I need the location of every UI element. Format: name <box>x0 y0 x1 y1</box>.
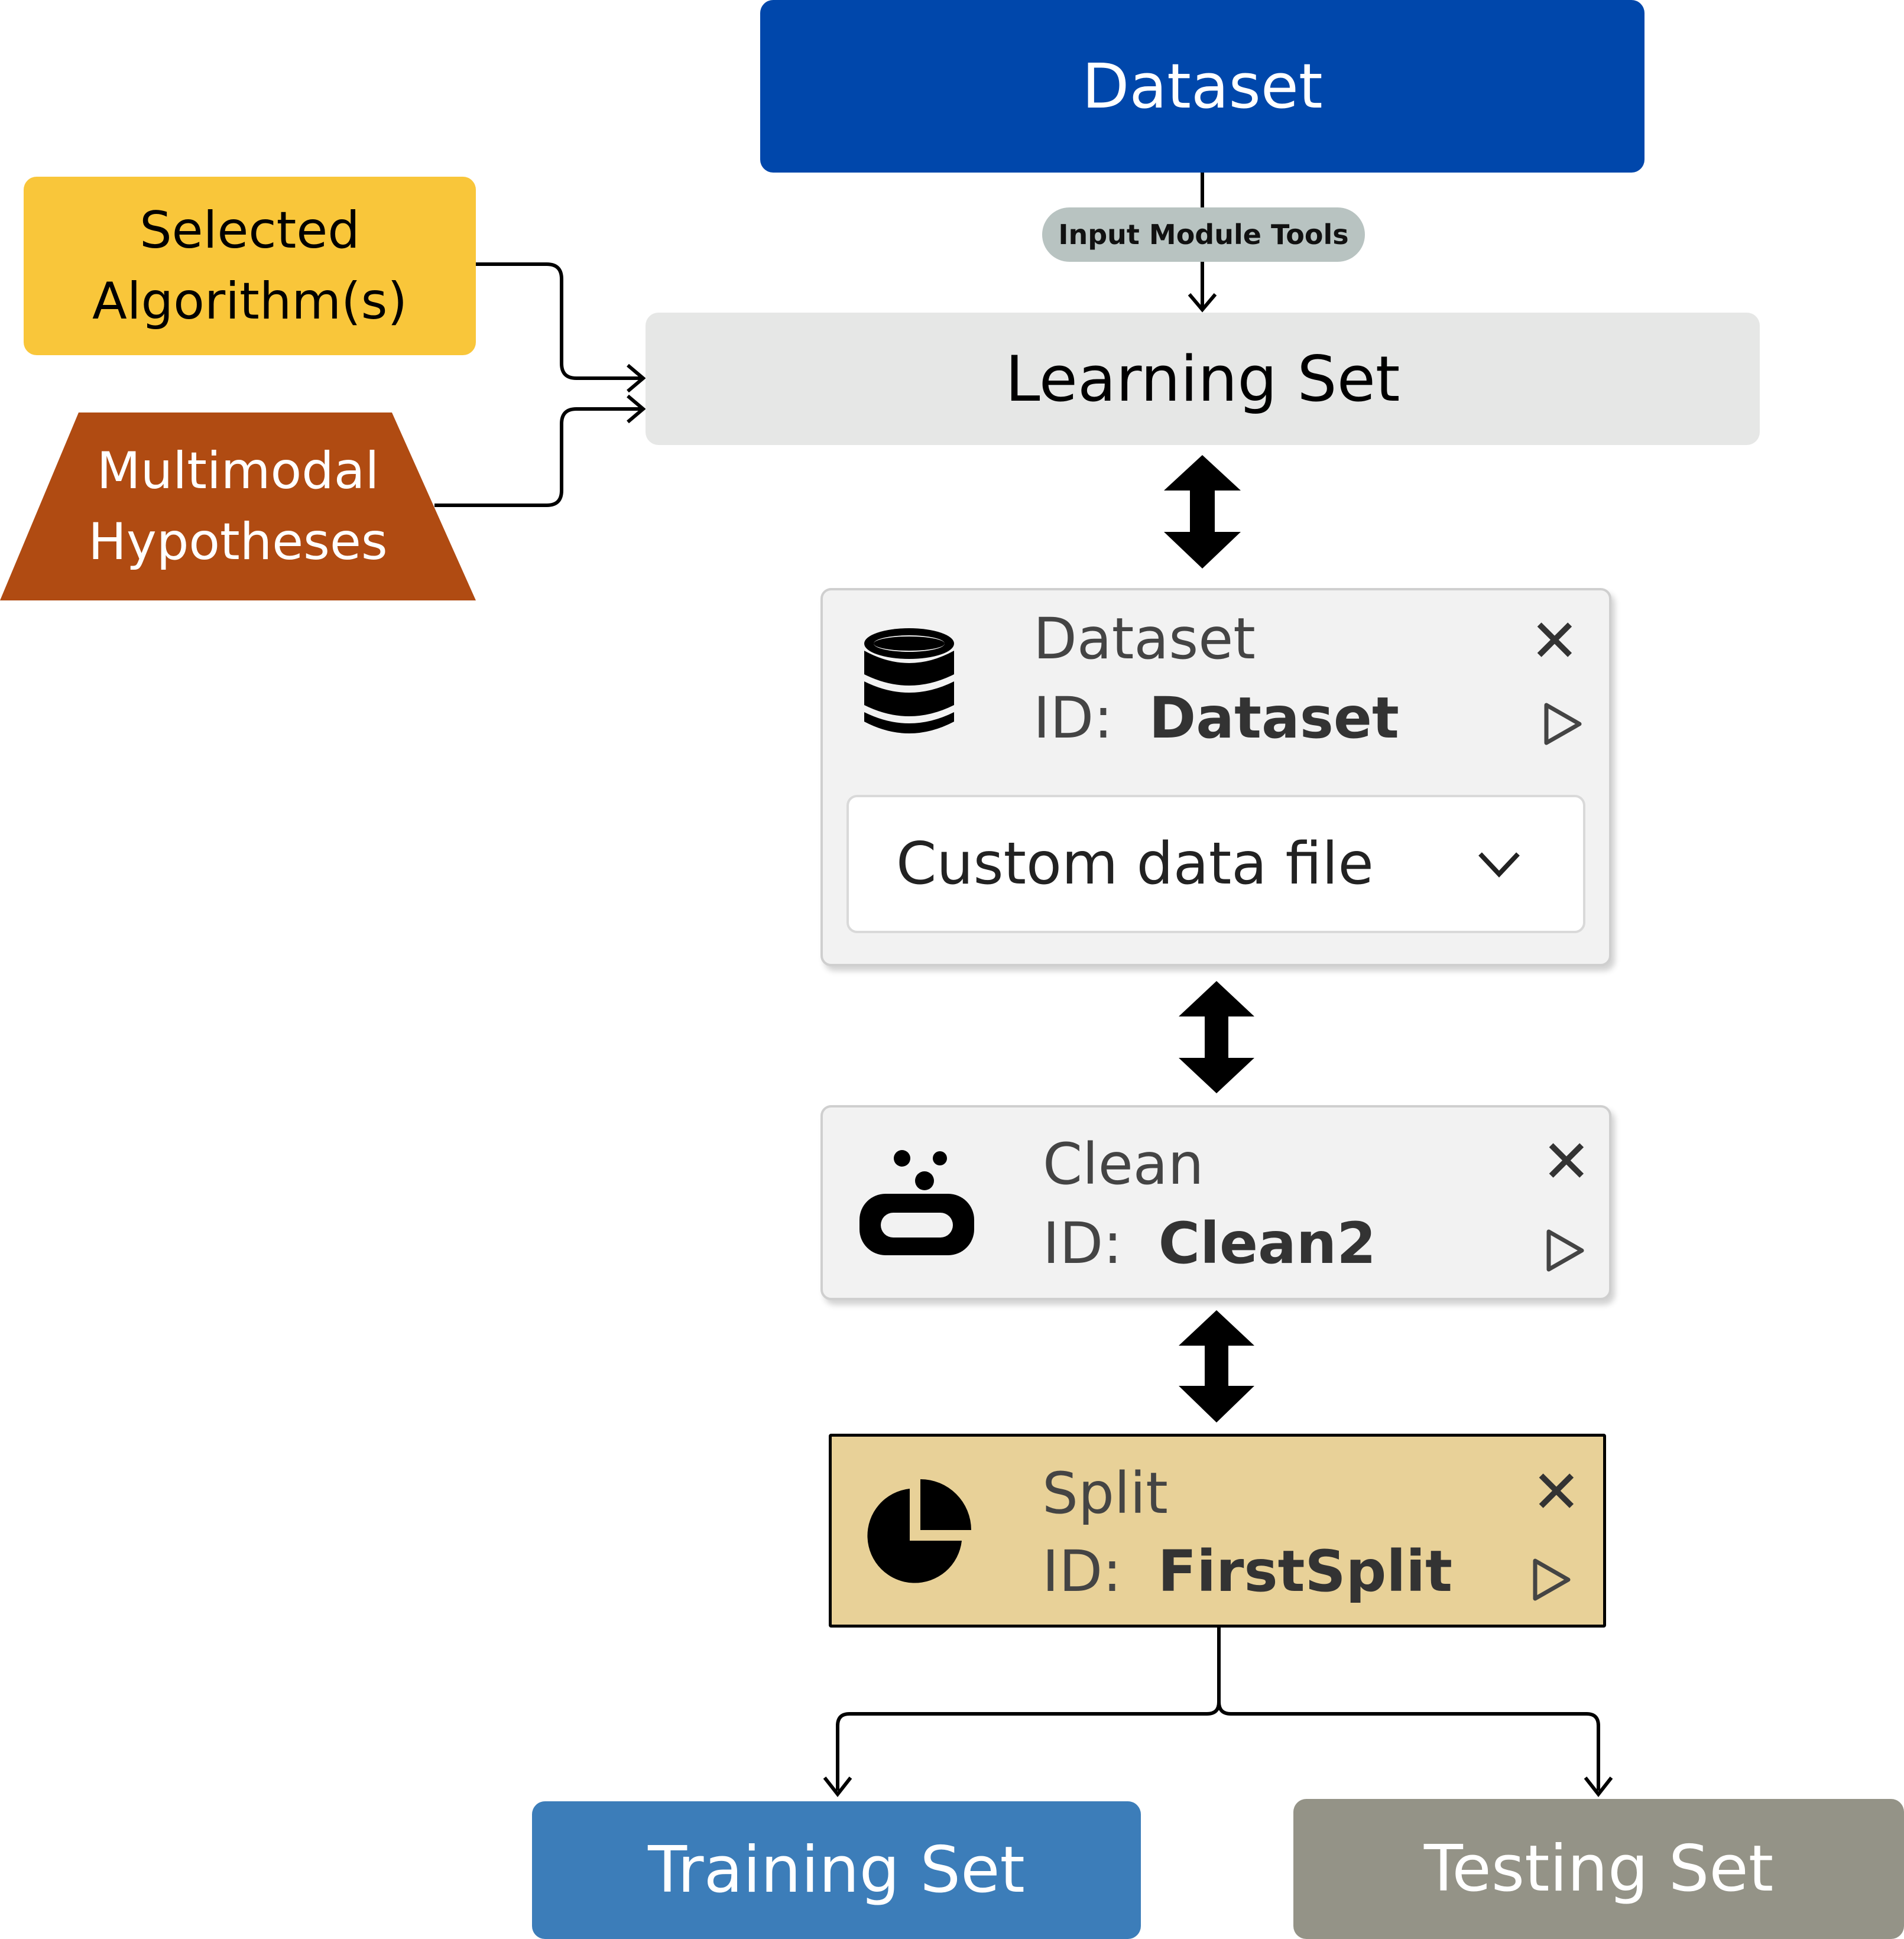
soap-icon <box>859 1150 974 1255</box>
testing-set-label: Testing Set <box>1423 1832 1774 1906</box>
clean-card-id-label: ID: <box>1043 1210 1159 1277</box>
training-set-label: Training Set <box>648 1833 1025 1907</box>
run-icon[interactable] <box>1543 701 1584 746</box>
run-icon[interactable] <box>1532 1557 1573 1602</box>
input-module-tools-label: Input Module Tools <box>1042 207 1365 262</box>
dataset-card-id: ID: Dataset <box>1033 685 1399 751</box>
split-branches <box>823 1628 1613 1797</box>
multimodal-hypotheses-node: Multimodal Hypotheses <box>0 413 476 600</box>
dataset-card-id-value: Dataset <box>1149 685 1399 751</box>
multimodal-shape <box>0 413 476 600</box>
split-card-type: Split <box>1042 1460 1168 1526</box>
learning-set-node: Learning Set <box>646 313 1760 445</box>
dataset-card-id-label: ID: <box>1033 685 1149 751</box>
double-arrow-3 <box>1179 1310 1254 1422</box>
split-card-id-value: FirstSplit <box>1157 1538 1453 1605</box>
training-set-node: Training Set <box>532 1801 1141 1939</box>
selected-algorithms-node: Selected Algorithm(s) <box>24 177 476 355</box>
dataset-card[interactable]: Dataset ID: Dataset ✕ Custom data file <box>820 588 1611 966</box>
learning-set-label: Learning Set <box>1005 342 1400 415</box>
database-icon <box>864 628 954 733</box>
clean-card-id-value: Clean2 <box>1158 1210 1376 1277</box>
chevron-down-icon[interactable] <box>1475 848 1523 881</box>
double-arrow-1 <box>1164 455 1241 569</box>
testing-set-node: Testing Set <box>1293 1799 1904 1939</box>
selected-algorithms-line1: Selected <box>140 200 360 260</box>
run-icon[interactable] <box>1545 1228 1587 1273</box>
dataset-card-type: Dataset <box>1033 606 1256 672</box>
clean-card-type: Clean <box>1043 1131 1204 1197</box>
dataset-node: Dataset <box>760 0 1644 173</box>
close-icon[interactable]: ✕ <box>1532 1457 1581 1526</box>
arrow-multimodal-to-learning-set <box>434 394 646 507</box>
multimodal-line1: Multimodal <box>96 441 379 501</box>
dropdown-selected-value: Custom data file <box>896 830 1374 898</box>
dataset-node-label: Dataset <box>1082 50 1323 122</box>
split-card[interactable]: Split ID: FirstSplit ✕ <box>829 1434 1606 1628</box>
double-arrow-2 <box>1179 981 1254 1093</box>
split-card-id: ID: FirstSplit <box>1042 1538 1452 1605</box>
data-source-dropdown[interactable]: Custom data file <box>846 795 1585 933</box>
split-card-id-label: ID: <box>1042 1538 1158 1605</box>
close-icon[interactable]: ✕ <box>1542 1127 1591 1196</box>
selected-algorithms-line2: Algorithm(s) <box>92 272 408 331</box>
multimodal-line2: Hypotheses <box>88 512 388 571</box>
input-module-tools-text: Input Module Tools <box>1058 219 1349 251</box>
clean-card-id: ID: Clean2 <box>1043 1210 1376 1277</box>
arrow-algorithms-to-learning-set <box>476 262 646 393</box>
close-icon[interactable]: ✕ <box>1530 606 1579 675</box>
clean-card[interactable]: Clean ID: Clean2 ✕ <box>820 1105 1611 1300</box>
pie-chart-icon <box>867 1479 971 1583</box>
